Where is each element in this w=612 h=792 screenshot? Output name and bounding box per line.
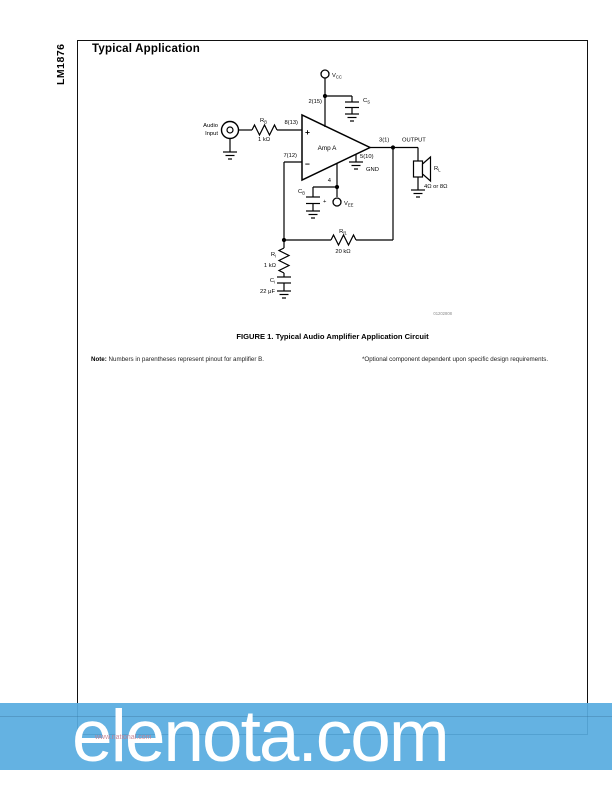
cb-plus-sign: + [323, 199, 327, 205]
pin-negative-input: 7(12) [283, 153, 297, 159]
rb-label: RB [260, 118, 267, 124]
rb-value: 1 kΩ [258, 137, 271, 143]
ground-symbol [305, 210, 321, 219]
gnd-label: GND [366, 167, 379, 173]
opamp-label: Amp A [318, 145, 338, 152]
junction-dot [334, 184, 340, 190]
note-text: Numbers in parentheses represent pinout … [106, 356, 264, 363]
page-title: Typical Application [92, 43, 200, 55]
ci-label: Ci [270, 278, 275, 284]
ground-symbol [410, 189, 426, 198]
cs-capacitor-label: CS [363, 98, 370, 104]
vee-wire [306, 163, 342, 211]
cb-capacitor-label: CB [298, 189, 305, 195]
vcc-supply-wire [320, 69, 359, 127]
ri-label: Ri [271, 252, 276, 258]
elenota-watermark-banner: elenota.com [0, 698, 612, 776]
junction-dot [322, 93, 328, 99]
vee-label: VEE [344, 201, 354, 207]
junction-dot [390, 145, 396, 150]
vcc-label: VCC [332, 73, 342, 79]
ci-value: 22 μF [260, 289, 275, 295]
rl-value: 4Ω or 8Ω [424, 184, 448, 190]
banner-seam-line [0, 716, 612, 717]
output-label: OUTPUT [402, 138, 426, 144]
note-optional-component: *Optional component dependent upon speci… [362, 356, 549, 363]
speaker-icon [412, 155, 432, 183]
rf1-label: Rf1 [339, 229, 347, 235]
note-pinout: Note: Numbers in parentheses represent p… [91, 356, 264, 363]
ri-value: 1 kΩ [264, 263, 277, 269]
ground-symbol [344, 113, 360, 122]
pin-vee: 4 [328, 178, 332, 184]
application-circuit-diagram: Audio Input RB 1 kΩ 8(13) + − Amp A VCC … [203, 69, 453, 316]
input-resistor [238, 123, 302, 137]
ri-ci-branch [277, 240, 291, 291]
opamp-triangle [301, 113, 372, 182]
ground-symbol [276, 290, 292, 299]
part-number-sidebar: LM1876 [55, 43, 67, 85]
feedback-network-wires [283, 147, 394, 247]
opamp-minus-input: − [305, 159, 310, 169]
audio-input-label: Audio [203, 123, 218, 129]
pin-gnd: 5(10) [360, 154, 374, 160]
pin-vplus: 2(15) [308, 99, 322, 105]
audio-input-label: Input [205, 131, 218, 137]
pin-positive-input: 8(13) [284, 120, 298, 126]
pin-output: 3(1) [379, 138, 389, 144]
audio-input-connector [220, 120, 240, 152]
figure-caption: FIGURE 1. Typical Audio Amplifier Applic… [236, 332, 429, 341]
elenota-watermark-text: elenota.com [72, 696, 450, 777]
rf1-value: 20 kΩ [335, 249, 351, 255]
ground-symbol [222, 151, 238, 160]
note-label: Note: [91, 356, 107, 363]
figure-code: 01202808 [433, 311, 452, 316]
footer-url: www.national.com [95, 734, 152, 741]
ground-symbol [348, 161, 364, 170]
rl-label: RL [434, 166, 441, 172]
opamp-plus-input: + [305, 127, 310, 137]
